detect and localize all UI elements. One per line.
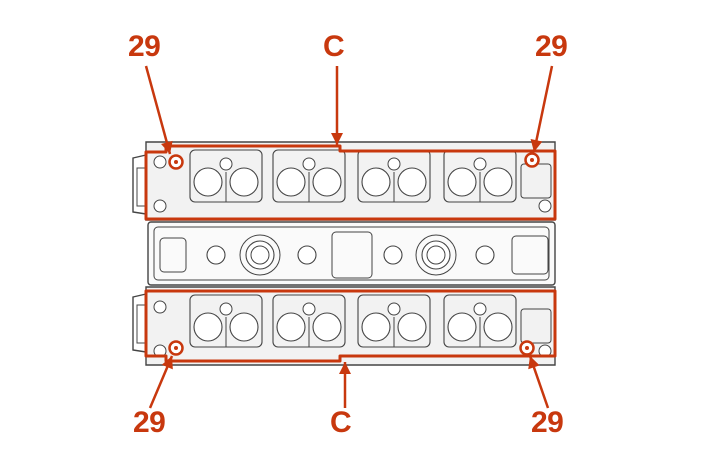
callout-29-bottom-left: 29 bbox=[133, 406, 166, 439]
lower-bore-b-1 bbox=[229, 312, 259, 342]
marked-bolt-hole-center-3 bbox=[174, 346, 178, 350]
gallery-boss-2 bbox=[239, 234, 281, 276]
leader-29-top-left-arrowhead bbox=[161, 140, 173, 154]
leader-29-top-left bbox=[144, 65, 172, 155]
gallery-hole-3 bbox=[297, 245, 317, 265]
leader-29-bottom-left-arrowhead bbox=[161, 356, 173, 370]
left-end-bracket-lower bbox=[132, 293, 147, 353]
lower-oil-hole-3 bbox=[387, 302, 401, 316]
gallery-hole-inner-2 bbox=[250, 245, 270, 265]
upper-end-hole-left-b bbox=[153, 199, 167, 213]
lower-bore-a-3 bbox=[361, 312, 391, 342]
leader-c-top-arrowhead bbox=[331, 133, 343, 145]
lower-oil-hole-4 bbox=[473, 302, 487, 316]
gallery-pad-2 bbox=[331, 231, 373, 279]
gallery-hole-6 bbox=[475, 245, 495, 265]
upper-oil-hole-2 bbox=[302, 157, 316, 171]
marked-bolt-hole-center-4 bbox=[525, 346, 529, 350]
lower-bore-b-2 bbox=[312, 312, 342, 342]
gallery-boss-5 bbox=[415, 234, 457, 276]
upper-bore-b-3 bbox=[397, 167, 427, 197]
gallery-hole-1 bbox=[206, 245, 226, 265]
lower-bore-b-4 bbox=[483, 312, 513, 342]
callout-c-bottom: C bbox=[330, 406, 352, 439]
upper-bore-a-4 bbox=[447, 167, 477, 197]
upper-oil-hole-4 bbox=[473, 157, 487, 171]
leader-29-top-right-arrowhead bbox=[530, 139, 543, 152]
marked-bolt-hole-center-1 bbox=[174, 160, 178, 164]
callout-29-bottom-right: 29 bbox=[531, 406, 564, 439]
lower-end-hole-left-a bbox=[153, 300, 167, 314]
highlight-upper-outline bbox=[144, 144, 557, 221]
upper-bore-b-1 bbox=[229, 167, 259, 197]
gallery-hole-inner-5 bbox=[426, 245, 446, 265]
leader-lines bbox=[144, 65, 554, 409]
upper-bore-b-4 bbox=[483, 167, 513, 197]
upper-bore-b-2 bbox=[312, 167, 342, 197]
leader-29-top-right bbox=[532, 65, 554, 153]
gallery-pad-1 bbox=[159, 237, 187, 273]
leader-c-bottom-arrowhead bbox=[339, 362, 351, 374]
callout-c-top: C bbox=[323, 30, 345, 63]
upper-bore-a-1 bbox=[193, 167, 223, 197]
center-gallery-inner bbox=[153, 226, 550, 281]
upper-bore-a-3 bbox=[361, 167, 391, 197]
lower-bore-a-2 bbox=[276, 312, 306, 342]
left-end-bracket-upper bbox=[132, 154, 147, 215]
leader-29-bottom-right-arrowhead bbox=[528, 356, 540, 370]
callout-29-top-right: 29 bbox=[535, 30, 568, 63]
lower-end-pad-right bbox=[520, 308, 552, 344]
lower-bore-b-3 bbox=[397, 312, 427, 342]
lower-bore-a-1 bbox=[193, 312, 223, 342]
upper-oil-hole-1 bbox=[219, 157, 233, 171]
marked-bolt-hole-center-2 bbox=[530, 158, 534, 162]
gallery-hole-4 bbox=[383, 245, 403, 265]
upper-oil-hole-3 bbox=[387, 157, 401, 171]
lower-bore-a-4 bbox=[447, 312, 477, 342]
gallery-hole-5 bbox=[421, 240, 451, 270]
upper-end-hole-right bbox=[538, 199, 552, 213]
highlight-lower-outline bbox=[144, 289, 557, 363]
upper-end-hole-left-a bbox=[153, 155, 167, 169]
gallery-hole-2 bbox=[245, 240, 275, 270]
callout-29-top-left: 29 bbox=[128, 30, 161, 63]
lower-oil-hole-1 bbox=[219, 302, 233, 316]
lower-oil-hole-2 bbox=[302, 302, 316, 316]
upper-bore-a-2 bbox=[276, 167, 306, 197]
bolt-holes bbox=[168, 152, 540, 356]
highlight-outlines bbox=[144, 144, 557, 363]
gallery-pad-3 bbox=[511, 235, 549, 275]
head-casting bbox=[132, 141, 556, 366]
